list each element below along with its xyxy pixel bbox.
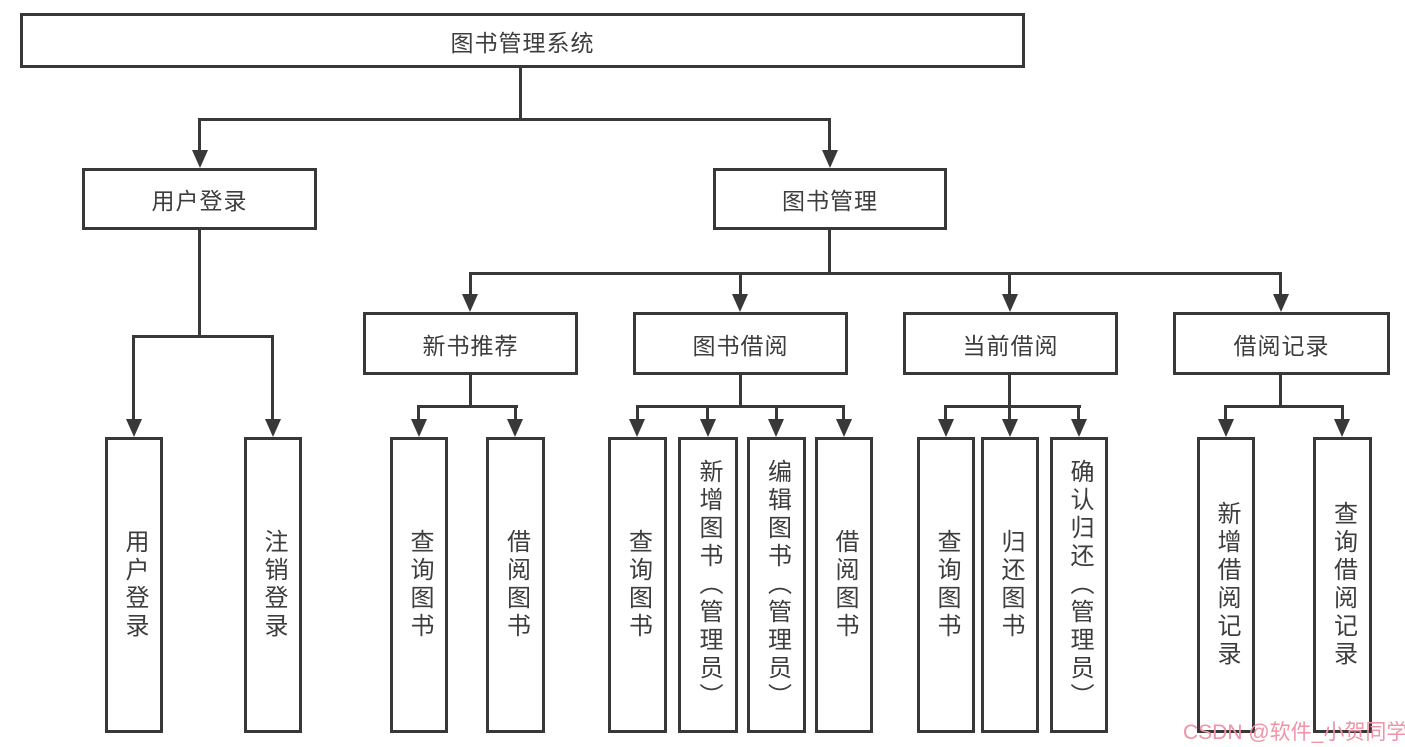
- arrow-down-icon: [1218, 419, 1234, 437]
- connector-line: [469, 272, 1282, 275]
- connector-line: [469, 272, 472, 296]
- node-current-borrow: 当前借阅: [903, 312, 1118, 375]
- connector-line: [842, 405, 845, 421]
- arrow-down-icon: [192, 150, 208, 168]
- leaf-user-login: 用户登录: [105, 437, 163, 733]
- arrow-down-icon: [411, 419, 427, 437]
- node-borrow-record: 借阅记录: [1173, 312, 1390, 375]
- leaf-add-borrow-record: 新增借阅记录: [1197, 437, 1255, 733]
- leaf-logout-label: 注销登录: [260, 529, 287, 641]
- node-user-login-label: 用户登录: [151, 188, 248, 214]
- connector-line: [1008, 405, 1011, 421]
- leaf-return-book: 归还图书: [981, 437, 1039, 733]
- node-book-management: 图书管理: [713, 168, 947, 230]
- node-new-book-recommend: 新书推荐: [363, 312, 578, 375]
- leaf-confirm-return-label: 确认归还（管理员）: [1066, 459, 1093, 711]
- leaf-borrow-add-book: 新增图书（管理员）: [678, 437, 738, 733]
- leaf-borrow-query-label: 查询图书: [624, 529, 652, 641]
- arrow-down-icon: [732, 294, 748, 312]
- connector-line: [739, 375, 742, 408]
- leaf-return-book-label: 归还图书: [997, 529, 1024, 641]
- connector-line: [739, 272, 742, 296]
- arrow-down-icon: [1002, 294, 1018, 312]
- leaf-newbook-query-label: 查询图书: [406, 529, 433, 641]
- connector-line: [1341, 405, 1344, 421]
- connector-line: [271, 335, 274, 421]
- arrow-down-icon: [768, 419, 784, 437]
- connector-line: [636, 405, 639, 421]
- leaf-query-borrow-record: 查询借阅记录: [1313, 437, 1372, 733]
- arrow-down-icon: [822, 150, 838, 168]
- arrow-down-icon: [1273, 294, 1289, 312]
- connector-line: [519, 68, 522, 121]
- leaf-current-query: 查询图书: [917, 437, 975, 733]
- connector-line: [1008, 375, 1011, 408]
- leaf-newbook-query: 查询图书: [390, 437, 448, 733]
- arrow-down-icon: [265, 419, 281, 437]
- connector-line: [469, 375, 472, 408]
- connector-line: [1279, 272, 1282, 296]
- node-book-borrow-label: 图书借阅: [692, 332, 789, 359]
- node-book-borrow: 图书借阅: [633, 312, 848, 375]
- arrow-down-icon: [462, 294, 478, 312]
- leaf-borrow-book-label: 借阅图书: [831, 529, 858, 641]
- leaf-borrow-query: 查询图书: [608, 437, 667, 733]
- connector-line: [636, 405, 845, 408]
- arrow-down-icon: [836, 419, 852, 437]
- arrow-down-icon: [700, 419, 716, 437]
- arrow-down-icon: [1002, 419, 1018, 437]
- leaf-add-borrow-record-label: 新增借阅记录: [1213, 501, 1240, 669]
- connector-line: [198, 118, 831, 121]
- connector-line: [828, 118, 831, 152]
- arrow-down-icon: [938, 419, 954, 437]
- arrow-down-icon: [1071, 419, 1087, 437]
- connector-line: [944, 405, 1081, 408]
- watermark: CSDN @软件_小贺同学: [1183, 721, 1405, 744]
- node-user-login: 用户登录: [82, 168, 317, 230]
- connector-line: [1224, 405, 1344, 408]
- connector-line: [514, 405, 517, 421]
- connector-line: [1279, 375, 1282, 408]
- connector-line: [132, 335, 135, 421]
- connector-line: [132, 335, 274, 338]
- leaf-newbook-borrow-label: 借阅图书: [502, 529, 530, 641]
- node-book-management-label: 图书管理: [782, 188, 878, 214]
- connector-line: [1008, 272, 1011, 296]
- connector-line: [1224, 405, 1227, 421]
- connector-line: [828, 230, 831, 275]
- connector-line: [417, 405, 518, 408]
- leaf-borrow-edit-book: 编辑图书（管理员）: [747, 437, 806, 733]
- leaf-logout: 注销登录: [244, 437, 302, 733]
- leaf-query-borrow-record-label: 查询借阅记录: [1329, 501, 1357, 669]
- leaf-borrow-edit-book-label: 编辑图书（管理员）: [763, 459, 791, 711]
- arrow-down-icon: [126, 419, 142, 437]
- node-new-book-recommend-label: 新书推荐: [422, 332, 519, 359]
- connector-line: [198, 230, 201, 337]
- leaf-borrow-book: 借阅图书: [815, 437, 873, 733]
- leaf-borrow-add-book-label: 新增图书（管理员）: [695, 459, 722, 711]
- leaf-newbook-borrow: 借阅图书: [486, 437, 545, 733]
- node-root-label: 图书管理系统: [450, 29, 595, 56]
- arrow-down-icon: [1334, 419, 1350, 437]
- arrow-down-icon: [507, 419, 523, 437]
- leaf-current-query-label: 查询图书: [933, 529, 960, 641]
- connector-line: [1077, 405, 1080, 421]
- connector-line: [198, 118, 201, 152]
- connector-line: [417, 405, 420, 421]
- leaf-confirm-return: 确认归还（管理员）: [1050, 437, 1108, 733]
- connector-line: [944, 405, 947, 421]
- connector-line: [706, 405, 709, 421]
- connector-line: [775, 405, 778, 421]
- leaf-user-login-label: 用户登录: [121, 529, 148, 641]
- node-borrow-record-label: 借阅记录: [1233, 332, 1330, 359]
- arrow-down-icon: [629, 419, 645, 437]
- node-root: 图书管理系统: [20, 13, 1025, 68]
- node-current-borrow-label: 当前借阅: [962, 332, 1059, 359]
